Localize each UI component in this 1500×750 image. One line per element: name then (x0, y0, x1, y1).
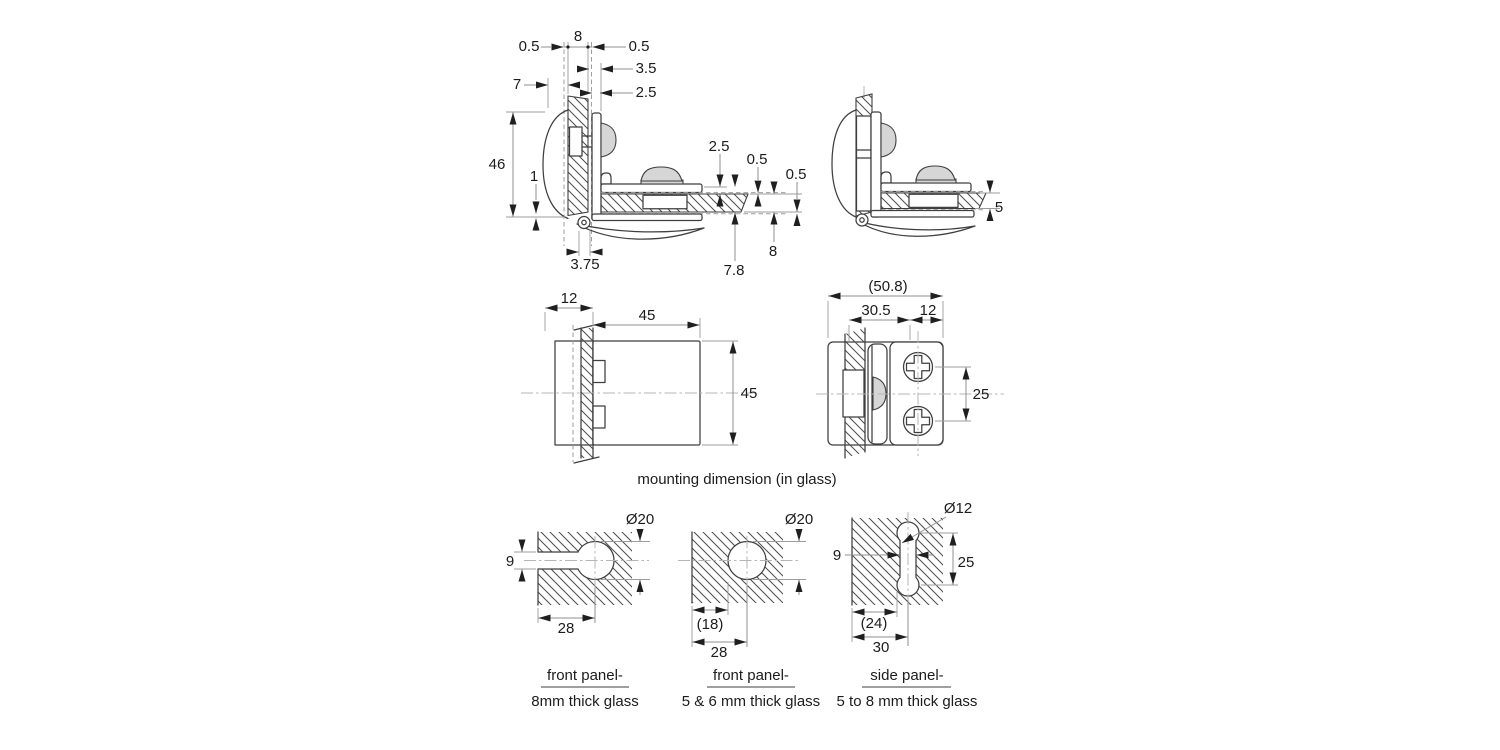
clamp-tab-bottom (592, 405, 606, 429)
dim-height-46: 46 (489, 156, 506, 173)
dim-offset-25: 2.5 (636, 84, 657, 101)
panel-caption-line2: 5 to 8 mm thick glass (837, 693, 978, 710)
clamp-lens-horizontal (856, 220, 976, 237)
view-clamp-front: (50.8) 30.5 12 25 (816, 278, 1004, 459)
dim-overlap-12: 12 (561, 290, 578, 307)
dia-leader (901, 516, 947, 544)
dim-glass-thickness: 8 (574, 28, 582, 45)
view-corner-section-front: 0.5 8 0.5 3.5 7 2.5 46 1 (489, 28, 807, 279)
dim-top-25: 2.5 (709, 138, 730, 155)
dim-pin-375: 3.75 (570, 256, 599, 273)
arm-top-plate (880, 182, 972, 193)
arm-bottom-plate (870, 209, 975, 218)
view-clamp-side: 12 45 45 (521, 290, 758, 464)
screw-head-dome-top (915, 165, 956, 181)
dim-neck-9: 9 (833, 547, 841, 564)
dim-total-508: (50.8) (868, 278, 907, 295)
arm-bottom-plate (591, 213, 703, 222)
dim-offset-35: 3.5 (636, 60, 657, 77)
dim-center-28: 28 (711, 644, 728, 661)
screw-shaft (581, 135, 593, 148)
dim-gasket-top-05: 0.5 (747, 151, 768, 168)
arm-top-plate (600, 183, 703, 194)
dim-gap-1: 1 (530, 168, 538, 185)
dim-dia-20: Ø20 (626, 511, 654, 528)
hinge-pin (855, 213, 869, 227)
screw-head-dome-top (640, 166, 683, 182)
view-cutout-side: Ø12 9 25 (24) 30 side panel- 5 to 8 mm t… (833, 500, 978, 710)
dim-spacing-25: 25 (958, 554, 975, 571)
panel-caption-line1: front panel- (547, 667, 623, 684)
dim-center-28: 28 (558, 620, 575, 637)
dim-dia-20: Ø20 (785, 511, 813, 528)
clamp-lens-vertical (831, 109, 857, 218)
dim-width-45: 45 (639, 307, 656, 324)
dim-edge-24: (24) (861, 615, 888, 632)
dim-depth-78: 7.8 (724, 262, 745, 279)
dim-clamp-7: 7 (513, 76, 521, 93)
clamp-lens-horizontal (576, 223, 705, 240)
screw-head-dome (600, 122, 617, 158)
panel-caption-line1: side panel- (870, 667, 943, 684)
clamp-pad-column (855, 115, 872, 212)
panel-caption-line2: 5 & 6 mm thick glass (682, 693, 820, 710)
dim-slot-9: 9 (506, 553, 514, 570)
dim-edge-18: (18) (697, 616, 724, 633)
view-corner-section-side: 5 (831, 86, 1003, 237)
dim-glass-5: 5 (995, 199, 1003, 216)
view-cutout-front-56mm: Ø20 (18) 28 front panel- 5 & 6 mm thick … (678, 511, 820, 710)
dim-left-305: 30.5 (861, 302, 890, 319)
dim-glass-h-8: 8 (769, 243, 777, 260)
gasket-pocket (908, 193, 959, 209)
arm-step (880, 171, 892, 184)
clamp-tab-top (592, 359, 606, 384)
panel-caption-line2: 8mm thick glass (531, 693, 639, 710)
dim-gap-right: 0.5 (629, 38, 650, 55)
dim-right-12: 12 (920, 302, 937, 319)
drawing-caption: mounting dimension (in glass) (637, 471, 836, 488)
clamp-pad (568, 126, 583, 157)
arm-step (600, 172, 612, 185)
clamp-lens-vertical (542, 109, 569, 220)
dim-height-45: 45 (741, 385, 758, 402)
dim-dia-12: Ø12 (944, 500, 972, 517)
view-cutout-front-8mm: Ø20 9 28 front panel- 8mm thick glass (506, 511, 654, 710)
gasket-pocket (642, 194, 688, 210)
panel-caption-line1: front panel- (713, 667, 789, 684)
hinge-leaf-vertical (591, 112, 602, 219)
screw-head-dome (880, 122, 897, 158)
hinge-leaf-vertical (870, 111, 882, 218)
dim-gap-left: 0.5 (519, 38, 540, 55)
dim-center-30: 30 (873, 639, 890, 656)
dim-screw-spacing-25: 25 (973, 386, 990, 403)
hinge-pin (577, 215, 591, 230)
dim-gasket-bot-05: 0.5 (786, 166, 807, 183)
